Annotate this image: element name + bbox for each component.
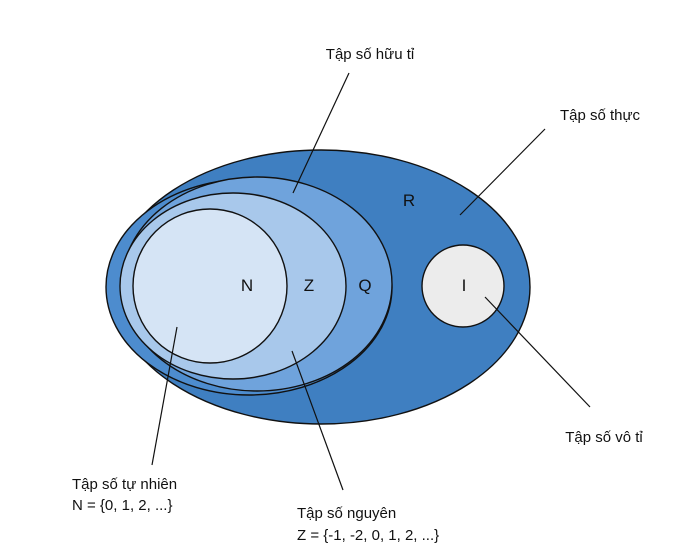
set-real-letter: R — [403, 191, 415, 210]
set-natural-shape — [132, 208, 288, 364]
leader-rational — [292, 72, 350, 194]
set-natural-letter: N — [241, 276, 253, 295]
label-integer-title: Tập số nguyên — [297, 505, 396, 522]
set-rational-letter: Q — [358, 276, 371, 295]
label-irrational: Tập số vô tỉ — [565, 429, 643, 446]
label-integer-members: Z = {-1, -2, 0, 1, 2, ...} — [297, 527, 439, 544]
leader-irrational — [484, 296, 591, 408]
label-natural-title: Tập số tự nhiên — [72, 476, 177, 493]
set-irrational-letter: I — [462, 276, 467, 295]
set-integer-letter: Z — [304, 276, 314, 295]
leader-natural — [151, 326, 178, 466]
set-irrational-shape — [421, 244, 505, 328]
label-rational: Tập số hữu tỉ — [326, 46, 415, 63]
leader-integer — [291, 350, 344, 491]
leader-real — [459, 128, 546, 216]
label-natural-members: N = {0, 1, 2, ...} — [72, 497, 172, 514]
label-real: Tập số thực — [560, 107, 641, 124]
